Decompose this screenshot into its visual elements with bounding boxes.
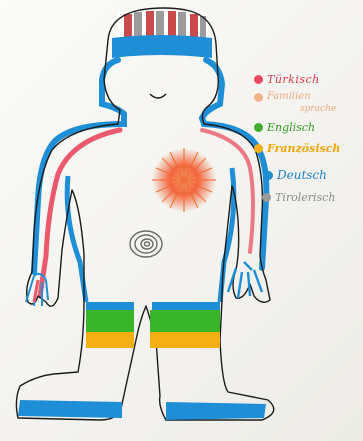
head-stripes	[118, 11, 208, 38]
legend-label: Englisch	[267, 122, 315, 133]
legend-dot-yellow	[254, 144, 263, 153]
legend-dot-peach	[254, 93, 263, 102]
leg-bands-right	[150, 302, 220, 348]
legend-dot-green	[254, 123, 263, 132]
smile-mouth	[150, 94, 166, 98]
legend-dot-red	[254, 75, 263, 84]
legend-dot-gray	[262, 193, 271, 202]
legend-item-englisch: Englisch	[254, 122, 315, 133]
legend-item-tirolerisch: Tirolerisch	[262, 192, 335, 203]
legend-item-tuerkisch: Türkisch	[254, 74, 320, 85]
legend-label-continuation: sprache	[300, 105, 336, 114]
legend-label: Familien	[267, 92, 311, 102]
legend-item-familiensprache: Familien	[254, 92, 311, 102]
legend-label: Französisch	[267, 143, 340, 154]
belly-spiral	[130, 231, 162, 257]
legend-dot-blue	[264, 171, 273, 180]
legend-label: Türkisch	[267, 74, 320, 85]
legend-item-deutsch: Deutsch	[264, 169, 327, 181]
legend-label: Deutsch	[277, 169, 327, 181]
right-foot-band	[166, 402, 266, 420]
legend-label: Tirolerisch	[275, 192, 335, 203]
left-foot-band	[18, 400, 122, 418]
legend-item-franzoesisch: Französisch	[254, 143, 340, 154]
head-blue-band	[112, 35, 212, 58]
leg-bands-left	[86, 302, 134, 348]
